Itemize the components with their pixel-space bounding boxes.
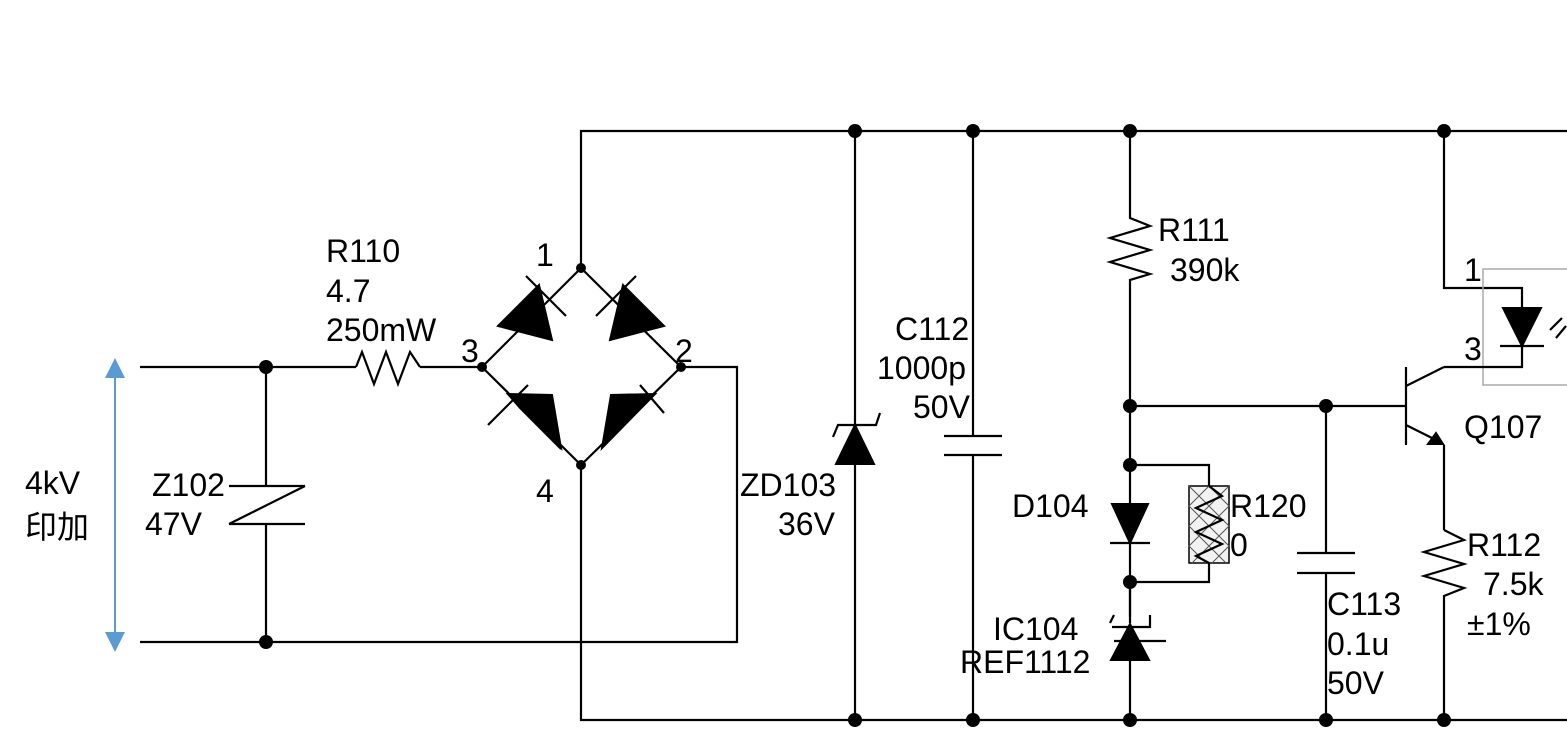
input-wires (140, 365, 739, 644)
input-voltage-label: 4kV (25, 465, 81, 501)
r111-ref: R111 (1158, 212, 1230, 248)
r120-value: 0 (1230, 527, 1248, 563)
c113-capacitor (1297, 406, 1355, 720)
r111-value: 390k (1170, 252, 1240, 288)
c113-rating: 50V (1327, 665, 1385, 701)
bridge-pin2: 2 (675, 333, 693, 369)
r112-value: 7.5k (1483, 566, 1544, 602)
ic104-shunt-reference (1109, 582, 1166, 720)
z102-value: 47V (145, 506, 203, 542)
bridge-pin1: 1 (536, 237, 554, 273)
c113-value: 0.1u (1327, 626, 1389, 662)
r120-resistor (1130, 463, 1230, 584)
zd103-value: 36V (778, 506, 836, 542)
r112-tolerance: ±1% (1467, 606, 1531, 642)
r120-ref: R120 (1230, 488, 1307, 524)
z102-ref: Z102 (152, 467, 225, 503)
r110-value: 4.7 (326, 273, 370, 309)
zd103-zener (831, 131, 882, 720)
base-node-wire (1130, 399, 1406, 413)
z102-varistor (228, 360, 306, 649)
c112-ref: C112 (895, 311, 969, 347)
opto-pin1: 1 (1464, 252, 1482, 288)
r112-resistor (1420, 529, 1468, 720)
r110-ref: R110 (326, 233, 400, 269)
c113-ref: C113 (1327, 586, 1401, 622)
q107-ref: Q107 (1464, 409, 1542, 445)
input-application-label: 印加 (25, 509, 89, 545)
zd103-ref: ZD103 (740, 467, 836, 503)
r111-resistor (1106, 131, 1154, 413)
ic104-part: REF1112 (960, 644, 1090, 680)
bridge-pin4: 4 (536, 473, 554, 509)
ic104-ref: IC104 (993, 611, 1078, 647)
c112-rating: 50V (913, 389, 971, 425)
opto-pin3: 3 (1464, 331, 1482, 367)
d104-ref: D104 (1012, 488, 1089, 524)
bridge-rectifier (477, 263, 686, 470)
c112-value: 1000p (877, 350, 966, 386)
r110-rating: 250mW (326, 312, 437, 348)
optocoupler (1442, 131, 1567, 386)
r112-ref: R112 (1467, 527, 1541, 563)
bridge-pin3: 3 (461, 333, 479, 369)
q107-transistor (1404, 366, 1446, 530)
c112-capacitor (944, 131, 1002, 720)
r110-resistor (354, 348, 421, 388)
